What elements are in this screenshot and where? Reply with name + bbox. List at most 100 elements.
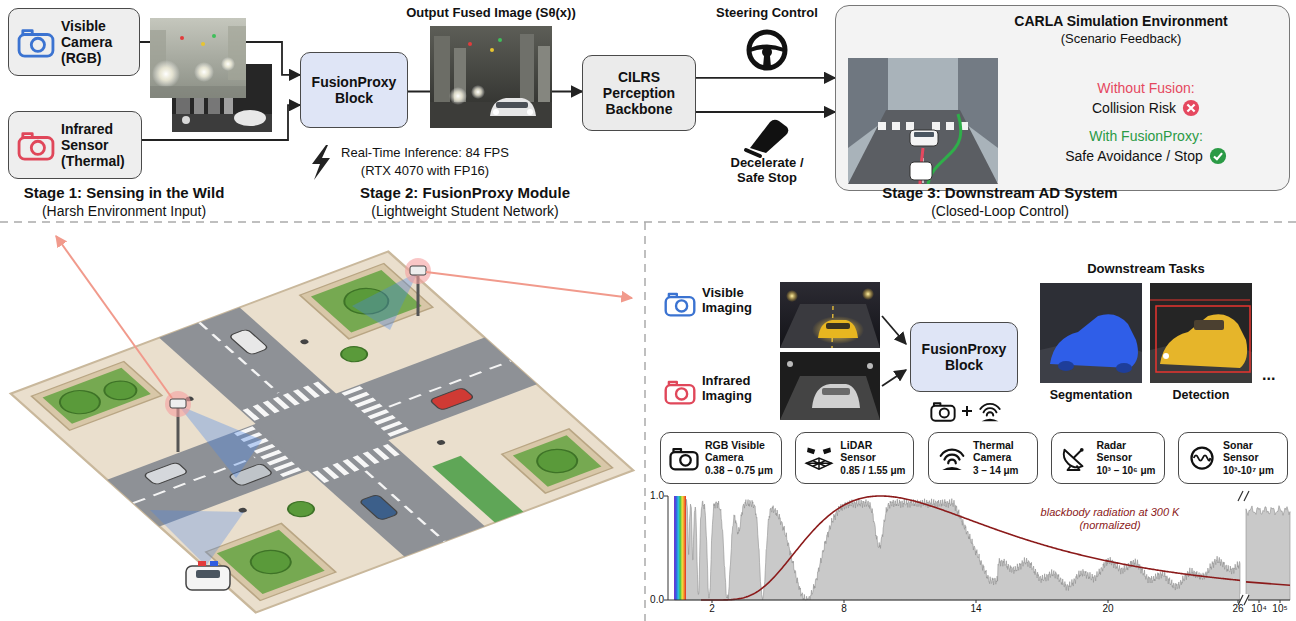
text-column: Infrared Sensor (Thermal) [61,121,133,169]
panel-text: Collision Risk [1092,100,1176,116]
icon [19,31,53,56]
visible-night-image [780,282,880,348]
sensor-card: Radar Sensor10³ – 10⁶ μm [1051,432,1164,484]
separator [644,222,646,621]
axis-tick-mark [712,600,713,603]
text-column: LiDAR Sensor0.85 / 1.55 μm [840,439,905,477]
visible-image [228,26,246,80]
axis-tick: 0.0 [650,594,664,606]
connector-arrow [696,111,835,113]
sensor-box: Infrared Sensor (Thermal) [8,111,142,179]
simulation-panel: CARLA Simulation Environment(Scenario Fe… [835,5,1290,191]
camera-icon [666,294,695,315]
axis-tick-mark [1259,600,1260,603]
steering-wheel-icon [749,32,785,68]
image-caption: Output Fused Image (Sθ(x)) [406,6,576,21]
text-row: (Scenario Feedback) [966,32,1276,47]
fused-image [430,26,552,128]
segmentation-image [1050,314,1138,368]
pedal-icon [746,120,788,156]
box-detail: 0.85 / 1.55 μm [840,465,905,477]
visible-image [152,60,180,88]
camera-icon [666,382,695,403]
text-column: Sonar Sensor10³-10⁷ μm [1223,439,1279,477]
stage-subtitle: (Harsh Environment Input) [42,203,206,219]
city-illustration [43,368,151,424]
segmentation-image [1040,283,1142,383]
task-label: Segmentation [1050,388,1133,402]
box-title: Sonar Sensor [1223,439,1279,463]
city-illustration [52,386,107,418]
axis-tick-mark [1238,600,1239,603]
visible-image [150,18,246,98]
city-illustration [249,386,326,415]
sensor-card: Thermal Camera3 – 14 μm [928,432,1038,484]
fused-image [520,34,534,102]
city-illustration [283,499,319,520]
text-column: Visible Camera (RGB) [61,18,131,66]
illustration [882,316,906,344]
box-detail: 0.38 – 0.75 μm [705,465,773,477]
box-title: CILRS Perception Backbone [591,69,687,117]
edge-label: Steering Control [716,6,818,21]
infrared-night-image [822,388,850,395]
icon [1060,445,1090,471]
city-illustration [529,445,584,477]
city-illustration [178,405,262,478]
city-illustration [59,289,543,570]
icon [669,445,699,471]
task-label: Detection [1173,388,1230,402]
stage-subtitle: (Closed-Loop Control) [931,203,1069,219]
city-illustration [299,339,310,345]
sensor-card: LiDAR Sensor0.85 / 1.55 μm [795,432,914,484]
city-illustration [11,251,633,612]
spectrum-chart [664,490,1290,606]
fused-image [527,109,533,115]
box-title: Thermal Camera [973,439,1029,463]
icon [807,447,833,469]
box-detail: 10³ – 10⁶ μm [1096,465,1155,477]
axis-tick: 20 [1102,603,1113,615]
box-title: RGB Visible Camera [705,439,773,463]
visible-image [212,34,216,38]
city-illustration [217,530,325,594]
segmentation-image [1058,361,1074,371]
process-box: CILRS Perception Backbone [582,55,696,131]
infrared-night-image [787,361,793,367]
axis-tick-mark [1108,600,1109,603]
stage-title: Stage 2: FusionProxy Module [360,184,570,201]
transmission-area [675,499,1240,600]
blackbody-curve [1246,582,1290,585]
infrared-night-image [780,352,880,420]
city-illustration [143,462,189,485]
text-row: Without Fusion: [1006,80,1286,96]
fused-image [496,102,528,108]
icon [1192,447,1213,468]
visible-night-image [812,316,864,344]
icon [1187,445,1217,471]
axis-tick: 14 [970,603,981,615]
status-icon [1183,100,1199,116]
scenario-image [848,58,998,184]
thermal-image [234,110,266,126]
city-illustration [229,329,269,355]
modality-icons [931,403,999,421]
box-title: Visible Camera (RGB) [61,18,131,66]
fused-image [490,48,494,52]
sensor-card: Sonar Sensor10³-10⁷ μm [1178,432,1288,484]
fused-image [468,42,472,46]
axis-tick-mark [976,600,977,603]
visible-image [150,86,246,98]
panel-text: (Scenario Feedback) [1061,32,1182,47]
blackbody-curve [701,496,1240,600]
visible-image [194,62,214,82]
axis-tick-mark [1280,600,1281,603]
detection-image [1150,300,1250,301]
visible-night-image [862,288,874,300]
axis-tick: 8 [841,603,847,615]
axis-tick: 2 [709,603,715,615]
stage-subtitle: (Lightweight Student Network) [371,203,559,219]
visible-band [674,496,686,600]
